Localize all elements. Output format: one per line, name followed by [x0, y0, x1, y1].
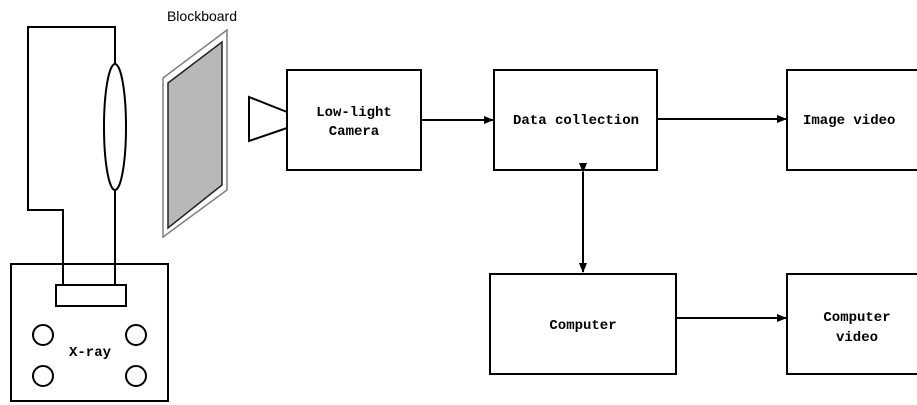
xray-device-box — [10, 263, 169, 402]
camera-lens-icon — [248, 95, 288, 143]
image-video-block: Image video — [786, 69, 917, 171]
port-top-right-icon — [125, 324, 147, 346]
xray-label: X-ray — [69, 345, 112, 361]
computer-video-block: Computer video — [786, 273, 917, 375]
camera-label-line2: Camera — [329, 124, 380, 140]
data-collection-label: Data collection — [513, 113, 639, 129]
computer-block: Computer — [489, 273, 677, 375]
computer-video-box — [786, 273, 917, 375]
data-collection-block: Data collection — [493, 69, 658, 171]
xray-connector — [55, 284, 127, 307]
blockboard-label: Blockboard — [167, 8, 237, 24]
connectors — [421, 115, 787, 322]
port-bottom-right-icon — [125, 365, 147, 387]
computer-video-label-line1: Computer — [823, 310, 890, 326]
xray-left-cable — [27, 26, 116, 285]
port-top-left-icon — [32, 324, 54, 346]
computer-box — [489, 273, 677, 375]
port-bottom-left-icon — [32, 365, 54, 387]
blockboard: Blockboard — [162, 8, 237, 239]
camera-block: Low-light Camera — [248, 69, 422, 171]
lens-icon — [103, 63, 127, 191]
image-video-box — [786, 69, 917, 171]
blockboard-panel — [167, 40, 223, 230]
computer-label: Computer — [549, 318, 616, 334]
computer-video-label-line2: video — [836, 330, 878, 346]
image-video-label: Image video — [803, 113, 895, 129]
xray-apparatus: X-ray — [10, 26, 169, 402]
camera-label-line1: Low-light — [316, 105, 392, 121]
